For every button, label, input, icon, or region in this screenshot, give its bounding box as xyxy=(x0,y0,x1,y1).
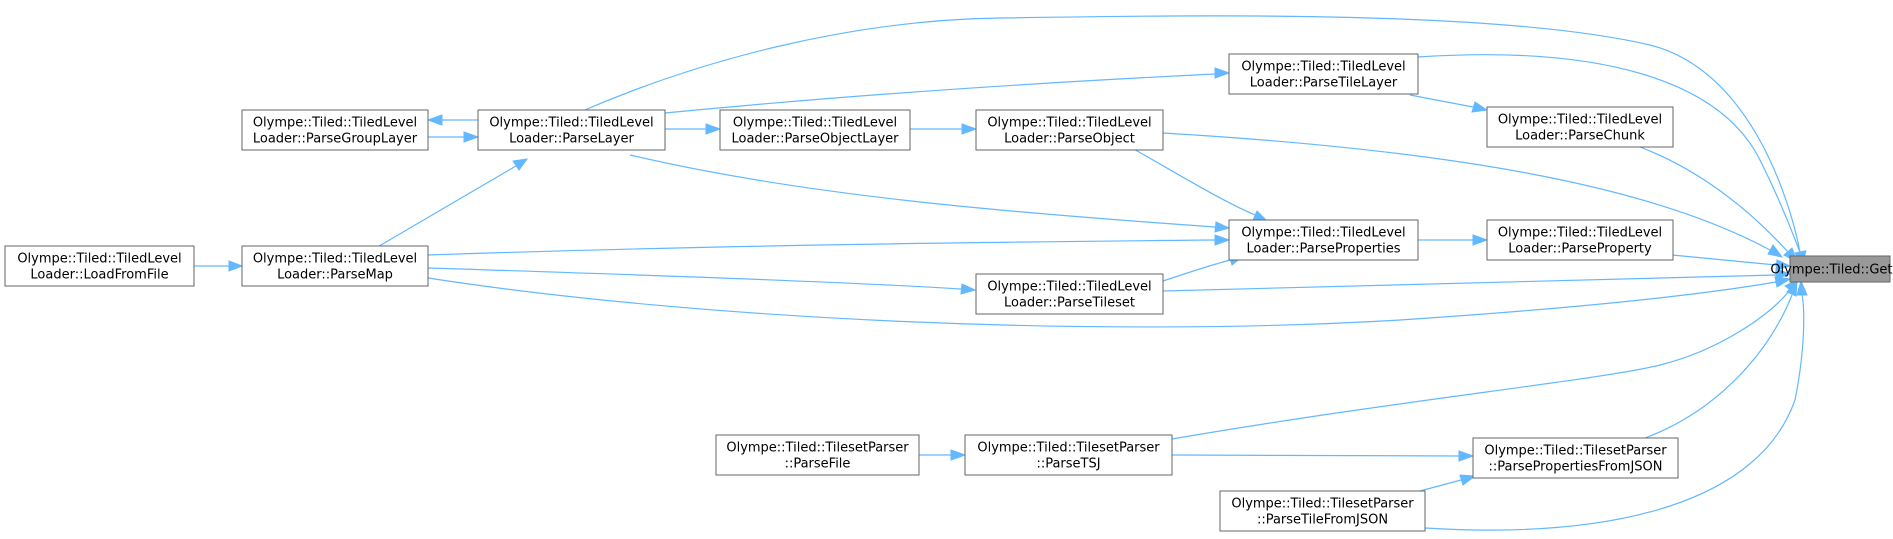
edge-parseproperties-parseproperty xyxy=(1418,234,1489,246)
node-label-line: Olympe::Tiled::TilesetParser xyxy=(1484,444,1667,459)
edge-parseobject-parseproperties xyxy=(1129,146,1269,222)
node-label-line: ::ParseTileFromJSON xyxy=(1257,513,1388,528)
node-label-line: Loader::ParseTileLayer xyxy=(1250,76,1398,91)
node-label-line: Loader::ParseChunk xyxy=(1515,129,1645,144)
node-box xyxy=(719,109,911,151)
node-parselayer[interactable]: Olympe::Tiled::TiledLevelLoader::ParseLa… xyxy=(477,109,666,151)
edge-parselayer-parseobjectlayer xyxy=(665,123,722,135)
edge-parseproperty-getint xyxy=(1671,254,1792,271)
node-box xyxy=(4,245,195,287)
node-parsetilelayer[interactable]: Olympe::Tiled::TiledLevelLoader::ParseTi… xyxy=(1228,53,1419,95)
node-box xyxy=(241,109,429,151)
nodes-layer: Olympe::Tiled::GetIntOlympe::Tiled::Tile… xyxy=(4,53,1893,532)
node-label-line: Olympe::Tiled::TilesetParser xyxy=(726,441,909,456)
edge-parsetileset-getint xyxy=(1162,268,1792,292)
node-label-line: ::ParsePropertiesFromJSON xyxy=(1488,460,1662,475)
node-parsechunk[interactable]: Olympe::Tiled::TiledLevelLoader::ParseCh… xyxy=(1486,106,1674,148)
node-label-line: Olympe::Tiled::TiledLevel xyxy=(17,252,181,267)
edge-tsparsetsj-tsparsepropsfromjson xyxy=(1171,450,1475,462)
node-label-line: Loader::ParseProperty xyxy=(1508,242,1652,257)
node-box xyxy=(975,273,1164,315)
edge-parsemap-parsetileset xyxy=(427,267,977,295)
edge-parselayer-parsetilelayer xyxy=(664,67,1231,114)
edge-parsemap-getint xyxy=(427,276,1792,328)
edge-tsparsetilefromjson-getint xyxy=(1424,279,1808,531)
node-label-line: Olympe::Tiled::TiledLevel xyxy=(253,116,417,131)
edge-parsemap-parselayer xyxy=(373,158,529,250)
node-loadfromfile[interactable]: Olympe::Tiled::TiledLevelLoader::LoadFro… xyxy=(4,245,195,287)
node-label-line: Olympe::Tiled::TilesetParser xyxy=(1231,497,1414,512)
edge-tsparsepropsfromjson-getint xyxy=(1644,280,1798,439)
edge-tsparsefile-tsparsetsj xyxy=(919,449,967,461)
node-parseobjectlayer[interactable]: Olympe::Tiled::TiledLevelLoader::ParseOb… xyxy=(719,109,911,151)
edge-parsemap-parseproperties xyxy=(427,234,1231,256)
node-label-line: Loader::ParseGroupLayer xyxy=(253,132,418,147)
edge-parselayer-parseproperties xyxy=(629,154,1231,233)
node-tsparsetilefromjson[interactable]: Olympe::Tiled::TilesetParser::ParseTileF… xyxy=(1219,490,1426,532)
node-label-line: Olympe::Tiled::TiledLevel xyxy=(987,280,1151,295)
node-label-line: ::ParseFile xyxy=(785,457,851,472)
node-box xyxy=(477,109,666,151)
node-box xyxy=(1228,53,1419,95)
node-label-line: Loader::ParseObject xyxy=(1004,132,1135,147)
node-tsparsefile[interactable]: Olympe::Tiled::TilesetParser::ParseFile xyxy=(715,434,920,476)
node-tsparsetsj[interactable]: Olympe::Tiled::TilesetParser::ParseTSJ xyxy=(964,434,1173,476)
edge-tsparsetilefromjson-tsparsepropsfromjson xyxy=(1419,474,1477,492)
edge-parseobject-getint xyxy=(1162,132,1784,258)
edges-layer xyxy=(194,15,1808,531)
node-label-line: Loader::ParseProperties xyxy=(1246,242,1400,257)
node-label-line: Loader::ParseLayer xyxy=(509,132,634,147)
node-label-line: Olympe::Tiled::TiledLevel xyxy=(1498,226,1662,241)
node-box xyxy=(1472,437,1679,479)
edge-tsparsetsj-getint xyxy=(1171,279,1798,440)
node-label-line: Olympe::Tiled::TiledLevel xyxy=(253,252,417,267)
node-label-line: Olympe::Tiled::TilesetParser xyxy=(977,441,1160,456)
node-box xyxy=(1228,219,1419,261)
node-label-line: Loader::ParseTileset xyxy=(1004,296,1135,311)
edge-loadfromfile-parsemap xyxy=(194,260,244,272)
node-box xyxy=(1219,490,1426,532)
node-label-line: Olympe::Tiled::TiledLevel xyxy=(987,116,1151,131)
node-parsemap[interactable]: Olympe::Tiled::TiledLevelLoader::ParseMa… xyxy=(241,245,429,287)
node-parsetileset[interactable]: Olympe::Tiled::TiledLevelLoader::ParseTi… xyxy=(975,273,1164,315)
node-label-line: Loader::ParseObjectLayer xyxy=(732,132,900,147)
node-parseproperty[interactable]: Olympe::Tiled::TiledLevelLoader::ParsePr… xyxy=(1486,219,1674,261)
node-label-line: Olympe::Tiled::TiledLevel xyxy=(1241,60,1405,75)
node-label-line: Olympe::Tiled::TiledLevel xyxy=(733,116,897,131)
node-getint[interactable]: Olympe::Tiled::GetInt xyxy=(1770,255,1893,283)
node-box xyxy=(964,434,1173,476)
node-parsegrouplayer[interactable]: Olympe::Tiled::TiledLevelLoader::ParseGr… xyxy=(241,109,429,151)
node-label-line: Loader::ParseMap xyxy=(277,268,393,283)
node-label-line: Olympe::Tiled::TiledLevel xyxy=(1498,113,1662,128)
node-parseproperties[interactable]: Olympe::Tiled::TiledLevelLoader::ParsePr… xyxy=(1228,219,1419,261)
node-box xyxy=(1789,255,1891,283)
edge-parsegrouplayer-parselayer xyxy=(428,131,480,143)
edge-parseobjectlayer-parseobject xyxy=(910,123,978,135)
node-tsparsepropsfromjson[interactable]: Olympe::Tiled::TilesetParser::ParsePrope… xyxy=(1472,437,1679,479)
node-label-line: Olympe::Tiled::GetInt xyxy=(1770,263,1893,278)
node-label-line: Olympe::Tiled::TiledLevel xyxy=(489,116,653,131)
node-box xyxy=(1486,106,1674,148)
edge-parsetilelayer-parsechunk xyxy=(1409,94,1489,113)
edge-parselayer-parsegrouplayer xyxy=(426,114,478,126)
node-box xyxy=(715,434,920,476)
node-label-line: Loader::LoadFromFile xyxy=(30,268,168,283)
node-parseobject[interactable]: Olympe::Tiled::TiledLevelLoader::ParseOb… xyxy=(975,109,1164,151)
node-label-line: ::ParseTSJ xyxy=(1036,457,1100,472)
node-box xyxy=(1486,219,1674,261)
node-label-line: Olympe::Tiled::TiledLevel xyxy=(1241,226,1405,241)
node-box xyxy=(975,109,1164,151)
node-box xyxy=(241,245,429,287)
